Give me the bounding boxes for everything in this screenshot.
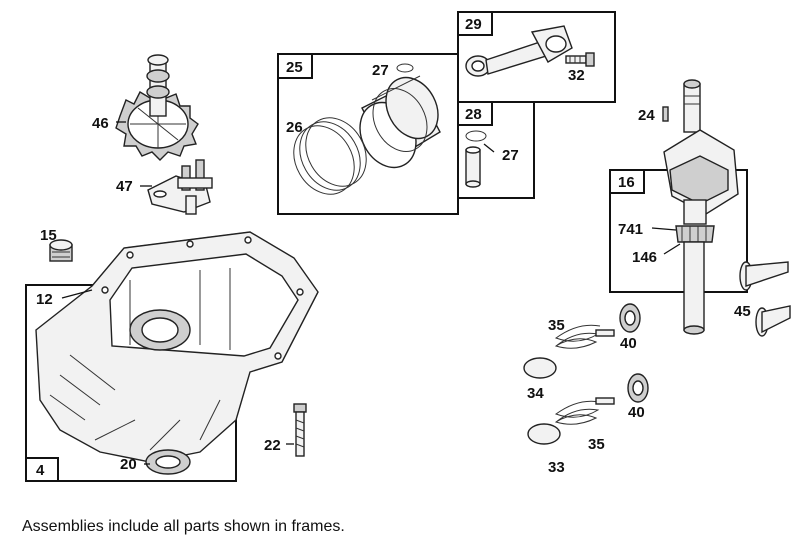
leader-12 (61, 289, 93, 299)
connecting-rod (465, 25, 573, 77)
callout-40-lower: 40 (628, 404, 645, 421)
frame-28-piston-pin: 28 (457, 101, 535, 199)
callout-25: 25 (286, 59, 303, 76)
rod-bolt (565, 52, 595, 67)
callout-40-upper: 40 (620, 335, 637, 352)
piston-pin-clip-top (396, 63, 414, 73)
piston-pin-clip (465, 130, 487, 142)
callout-34: 34 (527, 385, 544, 402)
callout-741: 741 (618, 221, 643, 238)
piston-rings (293, 117, 367, 195)
callout-27-lower: 27 (502, 147, 519, 164)
callout-28: 28 (465, 106, 482, 123)
valve-head-upper (523, 357, 557, 379)
callout-24: 24 (638, 107, 655, 124)
piston-pin (465, 146, 481, 188)
callout-15: 15 (40, 227, 57, 244)
callout-27-top: 27 (372, 62, 389, 79)
leader-146 (663, 243, 681, 255)
callout-33: 33 (548, 459, 565, 476)
valve-retainer-upper (619, 303, 641, 333)
callout-29: 29 (465, 16, 482, 33)
crankshaft (663, 79, 739, 335)
callout-20: 20 (120, 456, 137, 473)
frames-footnote: Assemblies include all parts shown in fr… (22, 518, 345, 535)
valve-spring-upper (554, 324, 615, 349)
callout-4: 4 (36, 462, 45, 479)
governor-assembly (147, 159, 213, 215)
callout-32: 32 (568, 67, 585, 84)
valve-spring-lower (554, 397, 615, 425)
crankshaft-key (662, 106, 669, 122)
callout-12: 12 (36, 291, 53, 308)
leader-741 (651, 227, 677, 231)
camshaft-gear (115, 54, 199, 161)
frame-29-connecting-rod: 29 (457, 11, 616, 103)
callout-35-lower: 35 (588, 436, 605, 453)
valve-lower (755, 305, 791, 337)
piston (359, 75, 441, 169)
leader-27-lower (483, 143, 495, 153)
callout-22: 22 (264, 437, 281, 454)
oil-seal (145, 449, 191, 475)
callout-45: 45 (734, 303, 751, 320)
callout-47: 47 (116, 178, 133, 195)
callout-146: 146 (632, 249, 657, 266)
callout-26: 26 (286, 119, 303, 136)
valve-retainer-lower (627, 373, 649, 403)
oil-plug (49, 239, 73, 262)
callout-46: 46 (92, 115, 109, 132)
sump-bolt (293, 403, 307, 457)
callout-35-upper: 35 (548, 317, 565, 334)
callout-16: 16 (618, 174, 635, 191)
valve-head-lower (527, 423, 561, 445)
valve-upper (739, 261, 789, 291)
crankcase-sump (35, 231, 319, 463)
